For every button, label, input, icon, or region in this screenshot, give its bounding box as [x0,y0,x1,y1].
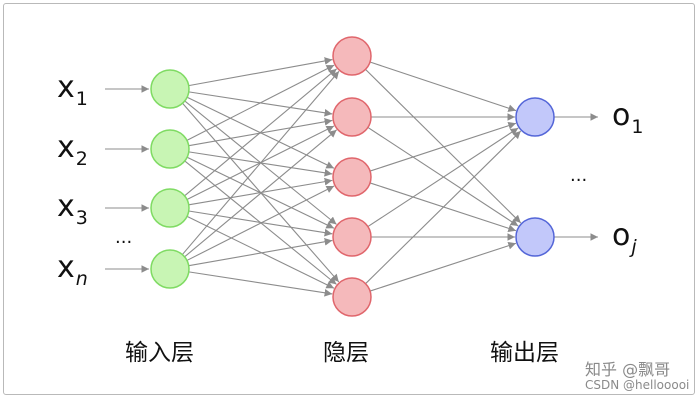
hidden-node-5 [332,277,372,317]
edge-input-3-hidden-1 [184,68,338,197]
input-layer-label: 输入层 [125,340,194,366]
edge-input-4-hidden-3 [186,185,335,261]
edge-hidden-4-output-1 [367,127,519,228]
output-label-2: oj [612,218,637,258]
neuron-nodes [150,36,555,317]
image-frame [3,3,695,395]
edge-input-4-hidden-5 [188,271,333,297]
edge-input-3-hidden-5 [186,215,335,289]
output-node-1 [515,97,555,137]
input-node-3 [150,188,190,228]
input-node-1 [150,69,190,109]
edge-input-3-hidden-3 [188,177,333,206]
edge-input-3-hidden-4 [188,210,333,237]
input-label-2: x2 [57,130,88,170]
connection-edges [105,57,598,297]
hidden-layer-label: 隐层 [323,340,369,366]
node-labels: x1 x2 x3 xn o1 oj...... [57,70,643,290]
zhihu-watermark: 知乎 @飘哥 [585,360,671,379]
input-label-3: x3 [57,189,88,229]
edge-hidden-3-output-1 [369,121,517,172]
edge-hidden-5-output-2 [369,241,517,292]
hidden-node-1 [332,36,372,76]
output-node-2 [515,217,555,257]
csdn-watermark: CSDN @hellooooi [585,378,690,392]
input-ellipsis: ... [115,227,132,248]
input-label-1: x1 [57,70,88,110]
edge-hidden-1-output-2 [365,68,522,224]
hidden-node-3 [332,157,372,197]
input-node-4 [150,249,190,289]
output-label-1: o1 [612,98,643,138]
output-layer-label: 输出层 [490,340,559,366]
edge-input-4-hidden-2 [184,129,338,258]
hidden-node-2 [332,97,372,137]
edge-input-4-hidden-4 [188,238,333,267]
edge-input-1-hidden-1 [188,57,333,87]
edge-input-4-hidden-1 [181,70,340,255]
hidden-node-4 [332,217,372,257]
edge-hidden-5-output-1 [365,130,522,285]
input-label-4: xn [57,250,88,290]
output-ellipsis: ... [570,165,587,186]
input-node-2 [150,129,190,169]
edge-input-2-hidden-1 [186,64,335,141]
edge-hidden-1-output-1 [369,61,517,112]
